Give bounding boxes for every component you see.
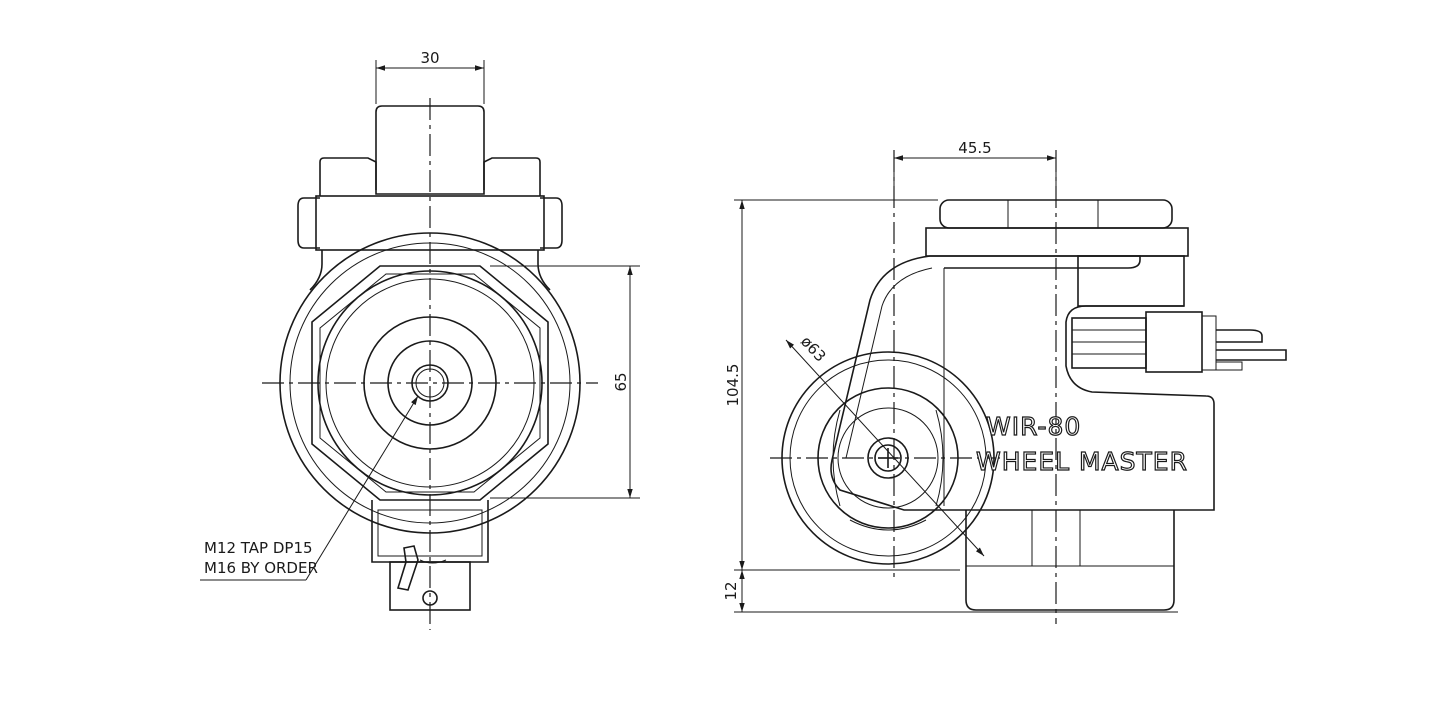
dim-total-height: 104.5 [724, 364, 742, 407]
dim-side-offset: 45.5 [958, 139, 991, 157]
front-dimensions: 30 65 M12 TAP DP15 M16 BY ORDER [200, 49, 640, 581]
side-view: WIR-80 WHEEL MASTER [770, 150, 1287, 624]
dim-front-width: 30 [420, 49, 439, 67]
front-view [262, 98, 598, 630]
note-tap-line1: M12 TAP DP15 [204, 539, 313, 557]
dim-wheel-diameter: ø63 [797, 332, 829, 365]
side-dimensions: 45.5 104.5 12 ø63 [722, 139, 1178, 613]
dim-base-height: 12 [722, 581, 740, 600]
dim-front-height: 65 [612, 372, 630, 391]
note-tap-line2: M16 BY ORDER [204, 559, 318, 577]
model-label: WIR-80 [986, 412, 1081, 441]
brand-label: WHEEL MASTER [976, 447, 1188, 476]
